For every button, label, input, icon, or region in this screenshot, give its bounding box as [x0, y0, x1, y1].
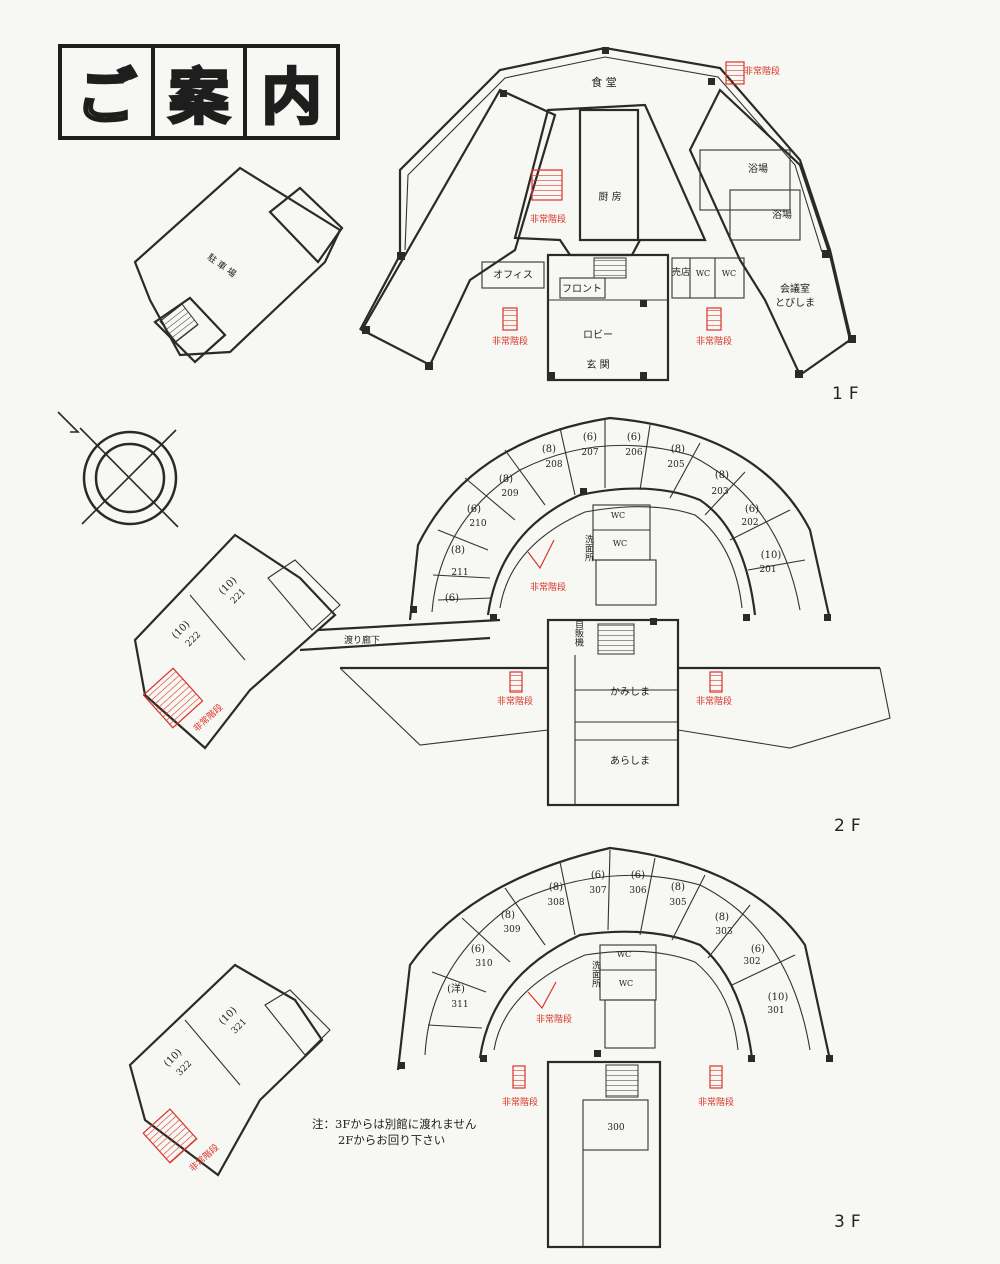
page-title: ご 案 内 — [58, 44, 340, 140]
f2-room-202-num: 202 — [741, 518, 758, 528]
f3-emergency-1: 非常階段 — [536, 1013, 572, 1025]
floor-3-plan: (10) 301 (6) 302 (8) 303 (8) 305 (6) 306… — [128, 846, 833, 1249]
f1-shokudo: 食 堂 — [591, 75, 617, 89]
f3-room-302-num: 302 — [743, 957, 760, 967]
f2-senmenjo: 洗面所 — [583, 533, 594, 562]
f2-room-205-cap: (8) — [671, 444, 685, 455]
f3-room-310-cap: (6) — [471, 944, 485, 955]
title-char-1: ご — [62, 48, 155, 136]
f3-room-303-num: 303 — [715, 927, 732, 937]
f2-watari: 渡り廊下 — [344, 634, 380, 646]
f3-room-311-cap: (洋) — [447, 982, 465, 995]
f3-annex-322-num: 322 — [175, 1059, 194, 1078]
f2-room-211-num: 211 — [451, 568, 468, 578]
f2-room-201-num: 201 — [759, 565, 776, 575]
f1-front: フロント — [562, 284, 602, 295]
f2-room-201-cap: (10) — [761, 550, 782, 561]
note-line-2: 2Fからお回り下さい — [338, 1133, 446, 1147]
f1-yokuba-2: 浴場 — [772, 208, 792, 221]
f2-emergency-1: 非常階段 — [530, 581, 566, 593]
f2-room-210-cap: (6) — [467, 504, 481, 515]
f3-room-309-num: 309 — [503, 925, 520, 935]
f3-emergency-2: 非常階段 — [502, 1096, 538, 1108]
f2-emergency-3: 非常階段 — [696, 695, 732, 707]
f1-kaigishitsu: 会議室 — [780, 282, 810, 295]
f3-room-302-cap: (6) — [751, 944, 765, 955]
f3-room-308-cap: (8) — [549, 882, 563, 893]
floor-1-plan: 食 堂 厨 房 オフィス フロント ロビー 玄 関 売店 WC WC 浴場 浴場… — [133, 46, 856, 382]
f2-wc-2: WC — [613, 539, 627, 548]
f3-room-309-cap: (8) — [501, 910, 515, 921]
f1-wc2: WC — [722, 269, 736, 278]
f3-senmenjo: 洗面所 — [590, 959, 601, 988]
f3-room-305-cap: (8) — [671, 882, 685, 893]
f2-room-small-cap: (6) — [445, 593, 459, 604]
f3-room-307-cap: (6) — [591, 870, 605, 881]
f3-room-303-cap: (8) — [715, 912, 729, 923]
f1-emergency-3: 非常階段 — [492, 335, 528, 347]
f2-room-205-num: 205 — [667, 460, 684, 470]
f2-annex-222-num: 222 — [184, 630, 203, 649]
f3-room-305-num: 305 — [669, 898, 686, 908]
floor-2-label: 2F — [834, 816, 867, 836]
f3-emergency-3: 非常階段 — [698, 1096, 734, 1108]
f3-room-300: 300 — [607, 1123, 624, 1133]
f3-wc-1: WC — [617, 950, 631, 959]
f2-wc-1: WC — [611, 511, 625, 520]
f1-chubo: 厨 房 — [598, 190, 621, 203]
f1-emergency-1: 非常階段 — [530, 213, 566, 225]
f1-tobishima: とびしま — [775, 297, 815, 309]
f2-room-208-cap: (8) — [542, 444, 556, 455]
f2-kamishima: かみしま — [610, 686, 650, 698]
f2-room-203-cap: (8) — [715, 470, 729, 481]
title-char-2: 案 — [155, 48, 248, 136]
f3-room-308-num: 308 — [547, 898, 564, 908]
f3-room-307-num: 307 — [589, 886, 606, 896]
f3-emergency-4: 非常階段 — [187, 1141, 222, 1174]
f2-room-208-num: 208 — [545, 460, 562, 470]
f3-annex-note: 注：3Fからは別館に渡れません 2Fからお回り下さい — [312, 1116, 476, 1148]
f2-emergency-2: 非常階段 — [497, 695, 533, 707]
title-char-3: 内 — [260, 61, 323, 134]
f2-jihanki: 自販機 — [573, 618, 584, 647]
note-line-1: 注：3Fからは別館に渡れません — [312, 1117, 477, 1131]
f3-annex-321-num: 321 — [230, 1017, 249, 1036]
f3-room-306-cap: (6) — [631, 870, 645, 881]
f1-yokuba-1: 浴場 — [748, 162, 768, 175]
f3-wc-2: WC — [619, 979, 633, 988]
f2-room-206-cap: (6) — [627, 432, 641, 443]
f2-arashima: あらしま — [610, 755, 650, 767]
f3-room-306-num: 306 — [629, 886, 646, 896]
f1-baiten: 売店 — [672, 266, 690, 278]
f3-room-311-num: 311 — [451, 1000, 468, 1010]
f1-emergency-4: 非常階段 — [696, 335, 732, 347]
f1-lobby: ロビー — [583, 329, 613, 341]
compass-icon — [57, 411, 179, 528]
floor-2-plan: (10) 201 (6) 202 (8) 203 (8) 205 (6) 206… — [133, 416, 891, 807]
f3-room-310-num: 310 — [475, 959, 492, 969]
f3-room-301-cap: (10) — [768, 992, 789, 1003]
f1-office: オフィス — [493, 269, 533, 281]
f2-room-209-cap: (8) — [499, 474, 513, 485]
f2-room-207-num: 207 — [581, 448, 598, 458]
f2-room-211-cap: (8) — [451, 545, 465, 556]
f2-room-206-num: 206 — [625, 448, 642, 458]
floor-3-label: 3F — [834, 1212, 867, 1232]
f1-emergency-2: 非常階段 — [744, 65, 780, 77]
f2-room-203-num: 203 — [711, 487, 728, 497]
f2-room-210-num: 210 — [469, 519, 486, 529]
f2-room-209-num: 209 — [501, 489, 518, 499]
floor-1-label: 1F — [832, 384, 865, 404]
f1-parking: 駐 車 場 — [205, 251, 239, 280]
f1-wc1: WC — [696, 269, 710, 278]
f1-genkan: 玄 関 — [586, 358, 609, 371]
f2-room-202-cap: (6) — [745, 504, 759, 515]
f2-room-207-cap: (6) — [583, 432, 597, 443]
f3-room-301-num: 301 — [767, 1006, 784, 1016]
